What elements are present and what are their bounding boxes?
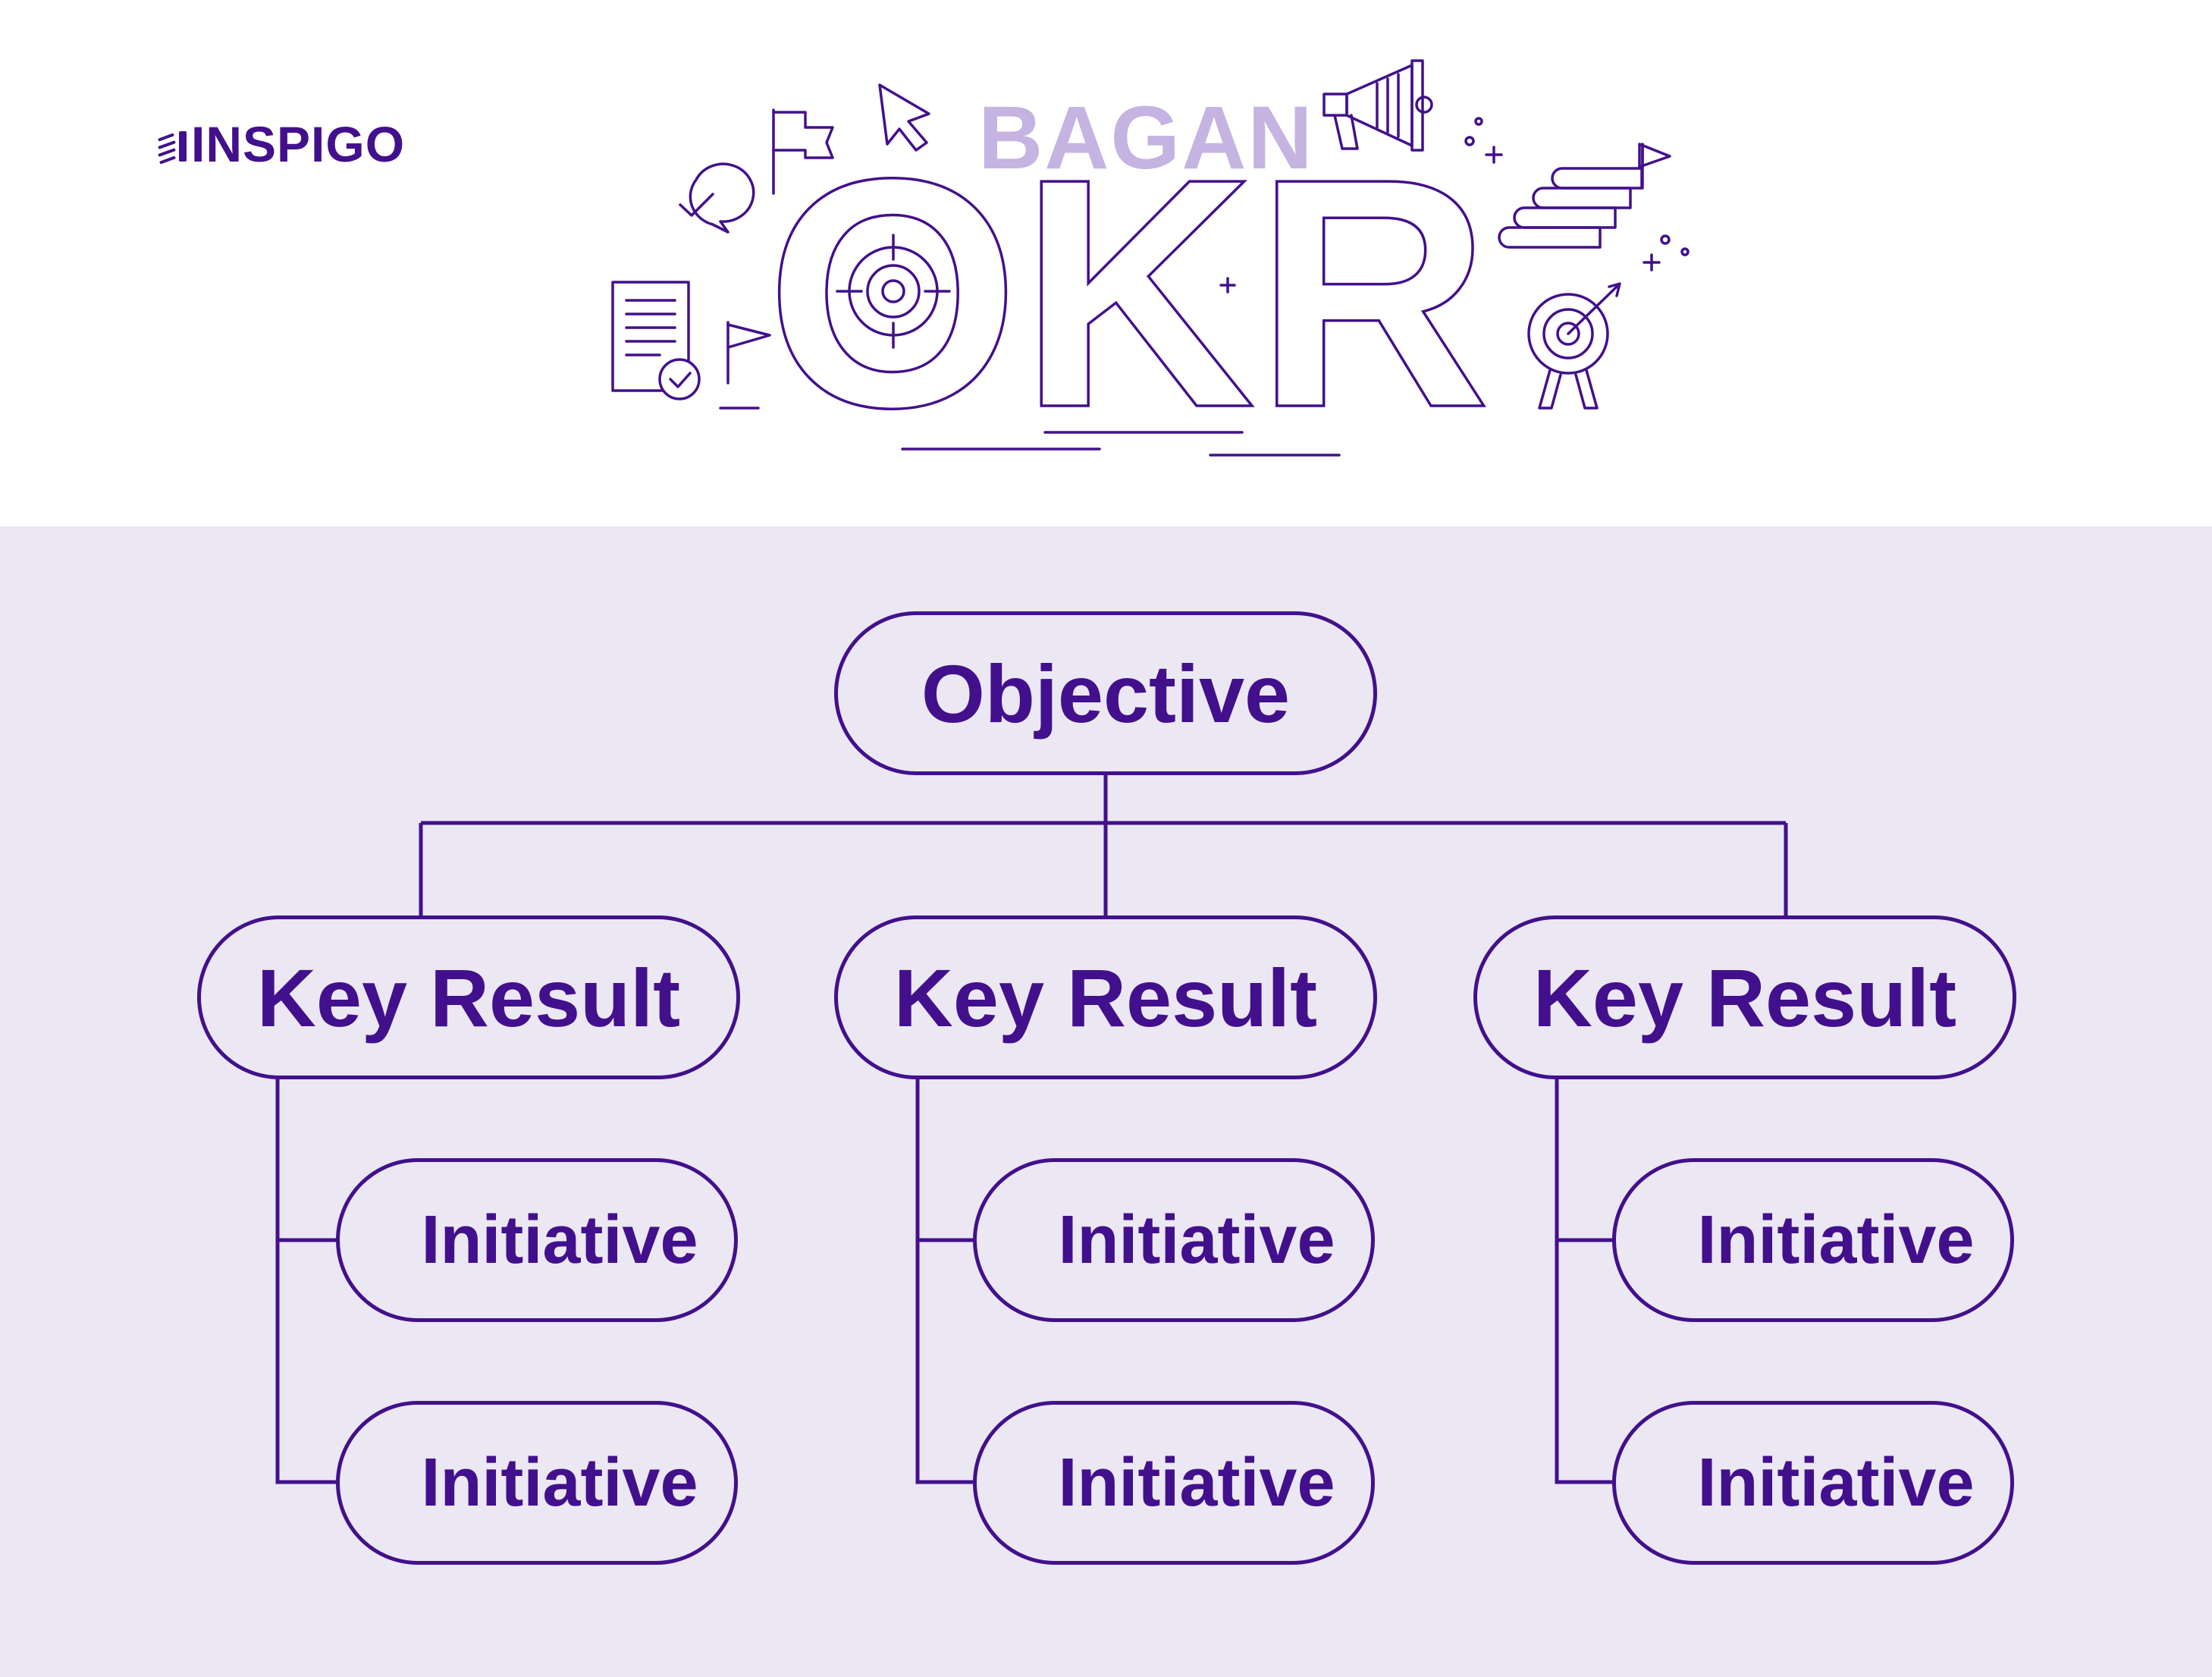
header — [0, 0, 2212, 526]
initiative-node: Initiative — [973, 1401, 1375, 1565]
brand-logo: INSPIGO — [156, 114, 405, 174]
key-result-node: Key Result — [197, 915, 740, 1079]
initiative-node: Initiative — [1612, 1401, 2014, 1565]
chat-check-icon — [679, 162, 755, 234]
okr-illustration: BAGAN OKR — [611, 59, 1690, 477]
key-result-node: Key Result — [834, 915, 1377, 1079]
archery-target-icon — [1527, 282, 1621, 410]
objective-node: Objective — [834, 611, 1377, 775]
brand-name: INSPIGO — [191, 116, 406, 172]
small-flag-icon — [726, 321, 771, 385]
flag-icon — [772, 108, 834, 195]
sparkle-icon — [1219, 117, 1690, 294]
megaphone-icon — [1322, 59, 1433, 152]
key-result-node: Key Result — [1473, 915, 2016, 1079]
brand-mark-icon — [158, 131, 187, 165]
cursor-icon — [878, 83, 930, 152]
document-check-icon — [611, 281, 701, 400]
target-icon — [836, 234, 951, 349]
initiative-node: Initiative — [1612, 1158, 2014, 1322]
title-okr: OKR — [766, 111, 1491, 476]
title-bagan: BAGAN — [978, 88, 1314, 188]
initiative-node: Initiative — [336, 1401, 738, 1565]
initiative-node: Initiative — [336, 1158, 738, 1322]
ground-lines — [719, 407, 1341, 457]
books-flag-icon — [1498, 143, 1671, 249]
initiative-node: Initiative — [973, 1158, 1375, 1322]
